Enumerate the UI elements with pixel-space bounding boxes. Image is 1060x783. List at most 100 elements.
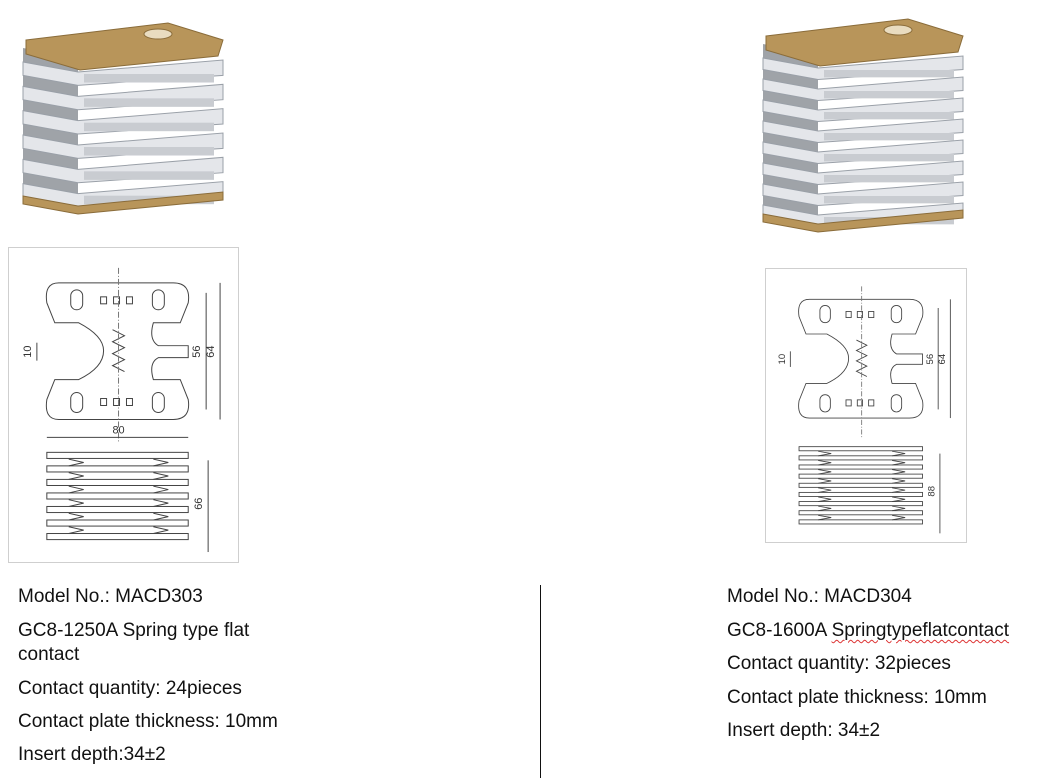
side-plate	[798, 510, 923, 516]
hole	[845, 311, 852, 318]
slot	[819, 394, 831, 413]
plate-gap	[84, 171, 214, 180]
side-contact	[68, 472, 169, 480]
side-contact	[68, 458, 169, 467]
dim-label-height: 88	[927, 486, 938, 497]
product-name-prefix: GC8-1600A	[727, 620, 832, 641]
dim-label-inner: 56	[925, 354, 936, 365]
side-plate	[798, 482, 923, 488]
contact-quantity: Contact quantity: 32pieces	[727, 653, 951, 674]
product-photo-macd304	[758, 14, 968, 246]
side-contact	[68, 499, 169, 507]
product-name-cont: contact	[18, 644, 80, 665]
slot	[151, 289, 165, 311]
side-plate	[46, 478, 189, 486]
plate-gap	[84, 122, 214, 132]
contact-plate	[22, 59, 224, 86]
hole	[100, 296, 108, 305]
dim-label-outer: 64	[937, 353, 948, 364]
slot	[890, 304, 903, 324]
hole	[856, 311, 863, 318]
dim-label-outer: 64	[205, 346, 217, 358]
plate-outline	[798, 298, 924, 419]
model-number: Model No.: MACD304	[727, 586, 912, 607]
contact-plate	[762, 160, 964, 186]
side-contact	[68, 512, 169, 521]
side-contact	[818, 505, 906, 512]
hole	[868, 311, 875, 318]
side-contact	[818, 514, 906, 521]
plate-gap	[824, 133, 954, 141]
slot	[70, 392, 84, 413]
brass-bottom-plate	[762, 209, 964, 233]
insert-depth: Insert depth:34±2	[18, 744, 166, 765]
plate-gap	[84, 147, 214, 156]
hole	[868, 399, 875, 407]
mounting-slot	[143, 28, 173, 40]
contact-plate	[762, 118, 964, 144]
hole	[113, 398, 121, 406]
side-plate	[798, 491, 923, 497]
side-contact	[818, 459, 906, 466]
dim-label-gap: 10	[22, 346, 34, 358]
hole	[856, 399, 863, 407]
spec-macd303: Model No.: MACD303 GC8-1250A Spring type…	[18, 586, 338, 776]
side-contact	[818, 469, 906, 475]
slot	[819, 304, 831, 324]
plate-outline	[45, 282, 190, 420]
side-plate	[798, 455, 923, 461]
contact-plate	[762, 181, 964, 207]
product-photo-macd303	[18, 18, 228, 228]
side-plate	[798, 501, 923, 507]
side-contact	[818, 450, 906, 457]
side-plate	[46, 465, 189, 473]
product-name-spellcheck: Springtypeflatcontact	[831, 620, 1010, 641]
side-plate	[798, 473, 923, 479]
brass-top-plate	[765, 18, 964, 67]
column-divider	[540, 585, 541, 778]
dim-label-width: 80	[112, 424, 124, 436]
product-name: GC8-1250A Spring type flat	[18, 620, 250, 641]
side-contact	[818, 478, 906, 484]
contact-plate	[22, 83, 224, 111]
product-name: GC8-1600A Springtypeflatcontact	[727, 620, 1009, 643]
contact-plate	[22, 132, 224, 159]
hole	[113, 296, 121, 305]
hole	[125, 296, 133, 305]
dim-label-gap: 10	[777, 354, 788, 365]
contact-plate	[762, 139, 964, 165]
hole	[100, 398, 108, 406]
model-number: Model No.: MACD303	[18, 586, 203, 607]
plate-thickness: Contact plate thickness: 10mm	[18, 711, 278, 732]
slot	[151, 392, 165, 413]
contact-plate	[22, 108, 224, 135]
contact-plate	[762, 76, 964, 102]
dim-label-height: 66	[193, 498, 205, 510]
hole	[125, 398, 133, 406]
contact-plate	[762, 97, 964, 123]
brass-top-plate	[25, 22, 224, 71]
side-contact	[818, 496, 906, 502]
contact-plate	[22, 156, 224, 184]
plate-gap	[824, 154, 954, 162]
side-plate	[798, 519, 923, 525]
side-plate	[46, 505, 189, 514]
plate-gap	[824, 196, 954, 204]
insert-depth: Insert depth: 34±2	[727, 720, 881, 741]
side-plate	[798, 464, 923, 470]
side-plate	[46, 519, 189, 527]
plate-gap	[824, 112, 954, 120]
side-plate	[46, 492, 189, 500]
mounting-slot	[883, 24, 913, 36]
side-plate	[46, 533, 189, 541]
side-contact	[818, 487, 906, 493]
brass-bottom-plate	[22, 191, 224, 215]
plate-gap	[84, 74, 214, 83]
plate-gap	[824, 175, 954, 183]
spec-macd304: Model No.: MACD304 GC8-1600A Springtypef…	[727, 586, 1060, 776]
side-plate	[46, 451, 189, 459]
slot	[70, 289, 84, 311]
plate-gap	[84, 98, 214, 107]
